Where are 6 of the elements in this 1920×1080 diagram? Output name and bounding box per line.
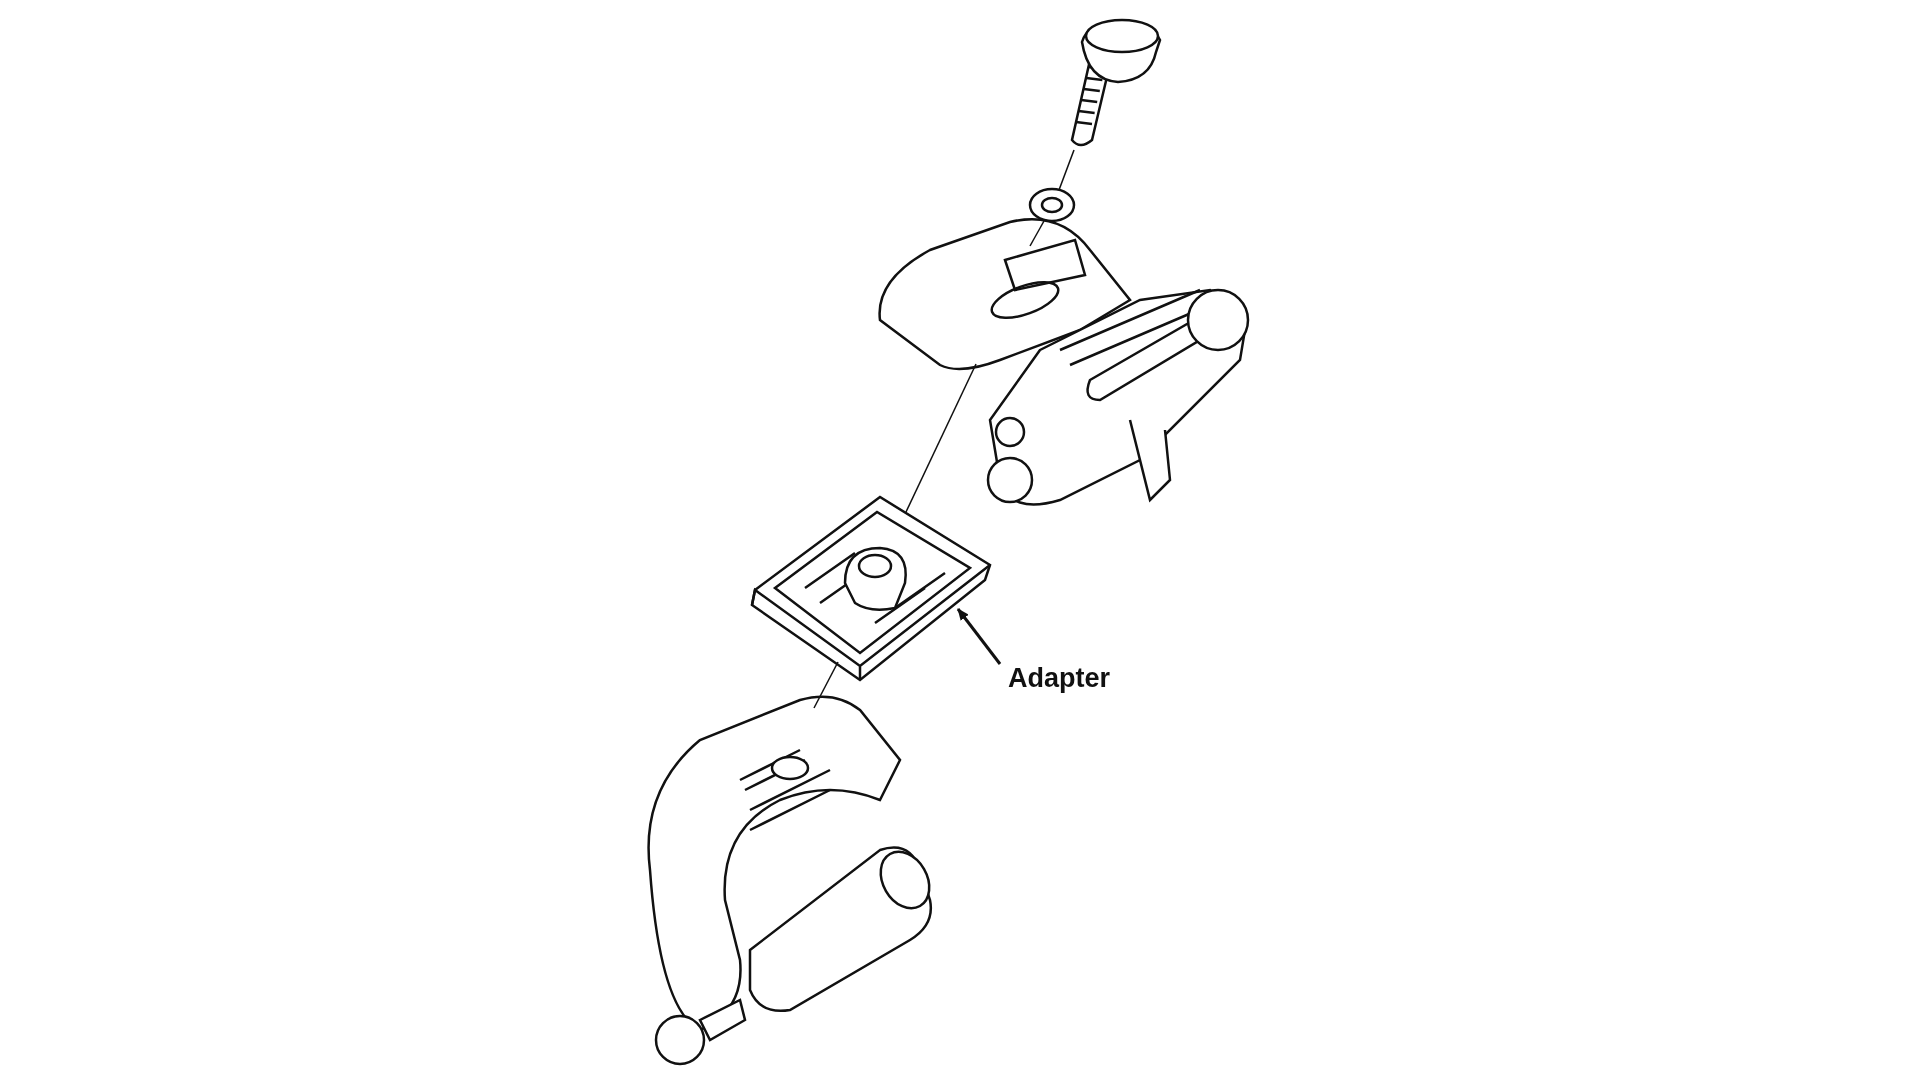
assembly-axis-line	[905, 363, 977, 513]
assembly-axis-line	[1029, 220, 1045, 247]
part-label: Adapter	[1008, 663, 1110, 694]
assembly-axis-line	[813, 661, 839, 709]
leader-line	[956, 608, 1002, 665]
assembly-axis-line	[1058, 149, 1075, 191]
